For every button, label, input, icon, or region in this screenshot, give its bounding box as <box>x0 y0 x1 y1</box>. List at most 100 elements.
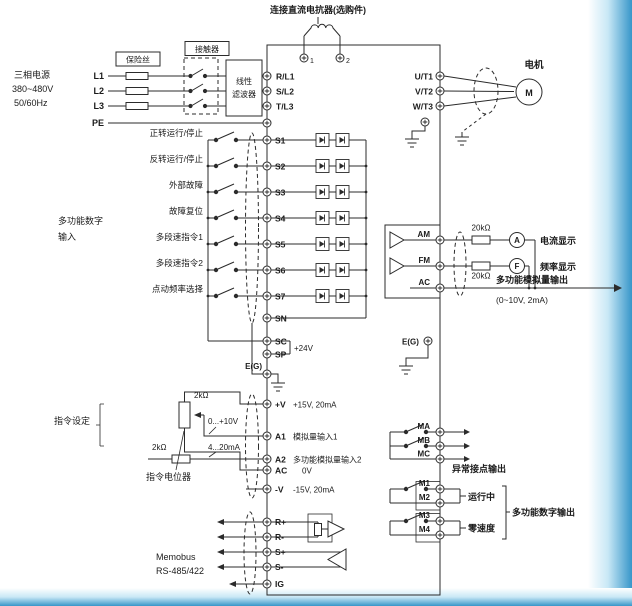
terminal-w-t3-label: W/T3 <box>413 102 434 112</box>
optocoupler-icon <box>315 185 330 199</box>
arrow-right-icon <box>464 443 470 449</box>
terminal-vplus-desc: +15V, 20mA <box>293 401 337 410</box>
terminal-m3-label: M3 <box>419 511 431 520</box>
terminal-rminus-label: R- <box>275 532 284 542</box>
terminal-ac-out-label: AC <box>418 278 430 287</box>
terminal-sp-label: SP <box>275 350 287 360</box>
terminal-s2-icon <box>262 161 272 171</box>
power-input-section: 三相电源 380~480V 50/60Hz L1 L2 L3 PE 保险丝 接触… <box>12 41 295 128</box>
contactor-label: 接触器 <box>195 44 219 54</box>
optocoupler-icon <box>335 159 350 173</box>
optocoupler-icon <box>335 263 350 277</box>
optocoupler-icon <box>315 263 330 277</box>
optocoupler-icon <box>335 237 350 251</box>
page-edge-right <box>588 0 632 606</box>
terminal-m1-label: M1 <box>419 479 431 488</box>
terminal-ig-label: IG <box>275 579 284 589</box>
input-label-s1: 正转运行/停止 <box>150 128 204 138</box>
input-label-s7: 点动频率选择 <box>152 284 204 294</box>
terminal-am-label: AM <box>418 230 431 239</box>
arrow-left-icon <box>217 519 224 525</box>
fuse-label-box <box>115 51 161 67</box>
shield-ellipse <box>245 393 259 499</box>
terminal-w-t3-icon <box>435 101 445 111</box>
line-filter-box <box>225 59 263 117</box>
shield-ellipse <box>245 132 259 324</box>
terminal-eg-right-label: E(G) <box>402 338 419 347</box>
a1-range-label: 0...+10V <box>208 417 239 426</box>
optocoupler-icon <box>315 133 330 147</box>
arrow-right-icon <box>464 456 470 462</box>
a2-range-label: 4...20mA <box>208 443 241 452</box>
terminal-s7-label: S7 <box>275 292 286 302</box>
terminal-fm-label: FM <box>418 256 430 265</box>
terminal-ac-in-label: AC <box>275 466 287 476</box>
terminal-s2-label: S2 <box>275 162 286 172</box>
terminal-s-l2-icon <box>262 86 272 96</box>
dc-bus-terminal-1-icon <box>299 53 309 63</box>
dc-bus-terminal-2-label: 2 <box>346 58 350 65</box>
terminal-vminus-desc: -15V, 20mA <box>293 486 335 495</box>
power-source-label-3: 50/60Hz <box>14 98 48 108</box>
resistor-20k-label-1: 20kΩ <box>472 224 491 233</box>
terminal-a2-desc: 多功能模拟量输入2 <box>293 455 362 465</box>
terminal-u-t1-label: U/T1 <box>415 72 434 82</box>
filter-label-2: 滤波器 <box>232 89 256 99</box>
arrow-right-icon <box>614 284 622 292</box>
terminal-rplus-icon <box>262 517 272 527</box>
terminal-s1-label: S1 <box>275 136 286 146</box>
memobus-label: Memobus <box>156 552 196 562</box>
page-edge-bottom <box>0 588 632 606</box>
terminal-ma-icon <box>435 427 445 437</box>
resistor-20k-label-2: 20kΩ <box>472 272 491 281</box>
current-display-label: 电流显示 <box>540 235 576 246</box>
resistor-icon <box>471 235 491 245</box>
frequency-meter-letter: F <box>515 262 520 271</box>
digital-input-group-label-1: 多功能数字 <box>58 215 103 226</box>
digital-input-group-label-2: 输入 <box>58 231 76 242</box>
m1-m2-box <box>415 481 441 511</box>
terminal-vplus-icon <box>262 399 272 409</box>
potentiometer-icon <box>178 401 191 429</box>
termination-resistor-icon <box>314 523 322 536</box>
motor-output-section: M 电机 U/T1 V/T2 W/T3 <box>404 59 544 148</box>
terminal-ac-out-icon <box>435 283 445 293</box>
terminal-sc-icon <box>262 336 272 346</box>
terminal-ig-icon <box>262 579 272 589</box>
filter-label-1: 线性 <box>236 76 252 86</box>
terminal-ac-in-icon <box>262 465 272 475</box>
terminal-a2-icon <box>262 454 272 464</box>
fuse-label: 保险丝 <box>126 55 150 65</box>
input-label-s4: 故障复位 <box>169 206 204 216</box>
terminal-s-l2-label: S/L2 <box>276 87 294 97</box>
shield-ellipse <box>453 231 467 297</box>
input-label-s6: 多段速指令2 <box>156 258 204 268</box>
comm-section: Memobus RS-485/422 R+ R- S+ S- IG <box>156 511 347 595</box>
terminal-m3-icon <box>435 516 445 526</box>
relay-output-section: MA MB MC 异常接点输出 M1 M2 M3 M4 运行中 零速度 多功能数… <box>389 422 575 543</box>
terminal-s5-icon <box>262 239 272 249</box>
terminal-v-t2-icon <box>435 86 445 96</box>
analog-output-section: AM FM AC 20kΩ 20kΩ A F 电流显示 频率显示 多功能模拟量输… <box>384 224 622 375</box>
terminal-m4-icon <box>435 530 445 540</box>
optocoupler-icon <box>335 289 350 303</box>
terminal-mb-icon <box>435 441 445 451</box>
terminal-t-l3-label: T/L3 <box>276 102 294 112</box>
terminal-eg-right-icon <box>423 336 433 346</box>
terminal-ma-label: MA <box>418 422 431 431</box>
arrow-left-icon <box>217 549 224 555</box>
fuse-icon <box>125 72 149 80</box>
resistor-icon <box>171 454 191 464</box>
digital-output-group-label: 多功能数字输出 <box>512 507 575 518</box>
terminal-sminus-icon <box>262 562 272 572</box>
terminal-sn-label: SN <box>275 314 287 324</box>
line-l1-label: L1 <box>93 71 104 81</box>
optocoupler-icon <box>335 185 350 199</box>
input-label-s2: 反转运行/停止 <box>150 154 204 164</box>
terminal-s4-icon <box>262 213 272 223</box>
terminal-splus-label: S+ <box>275 547 286 557</box>
ground-terminal-icon <box>420 117 430 127</box>
arrow-left-icon <box>229 581 236 587</box>
wiper-arrow-icon <box>194 412 201 418</box>
plus-24v-label: +24V <box>294 344 314 353</box>
